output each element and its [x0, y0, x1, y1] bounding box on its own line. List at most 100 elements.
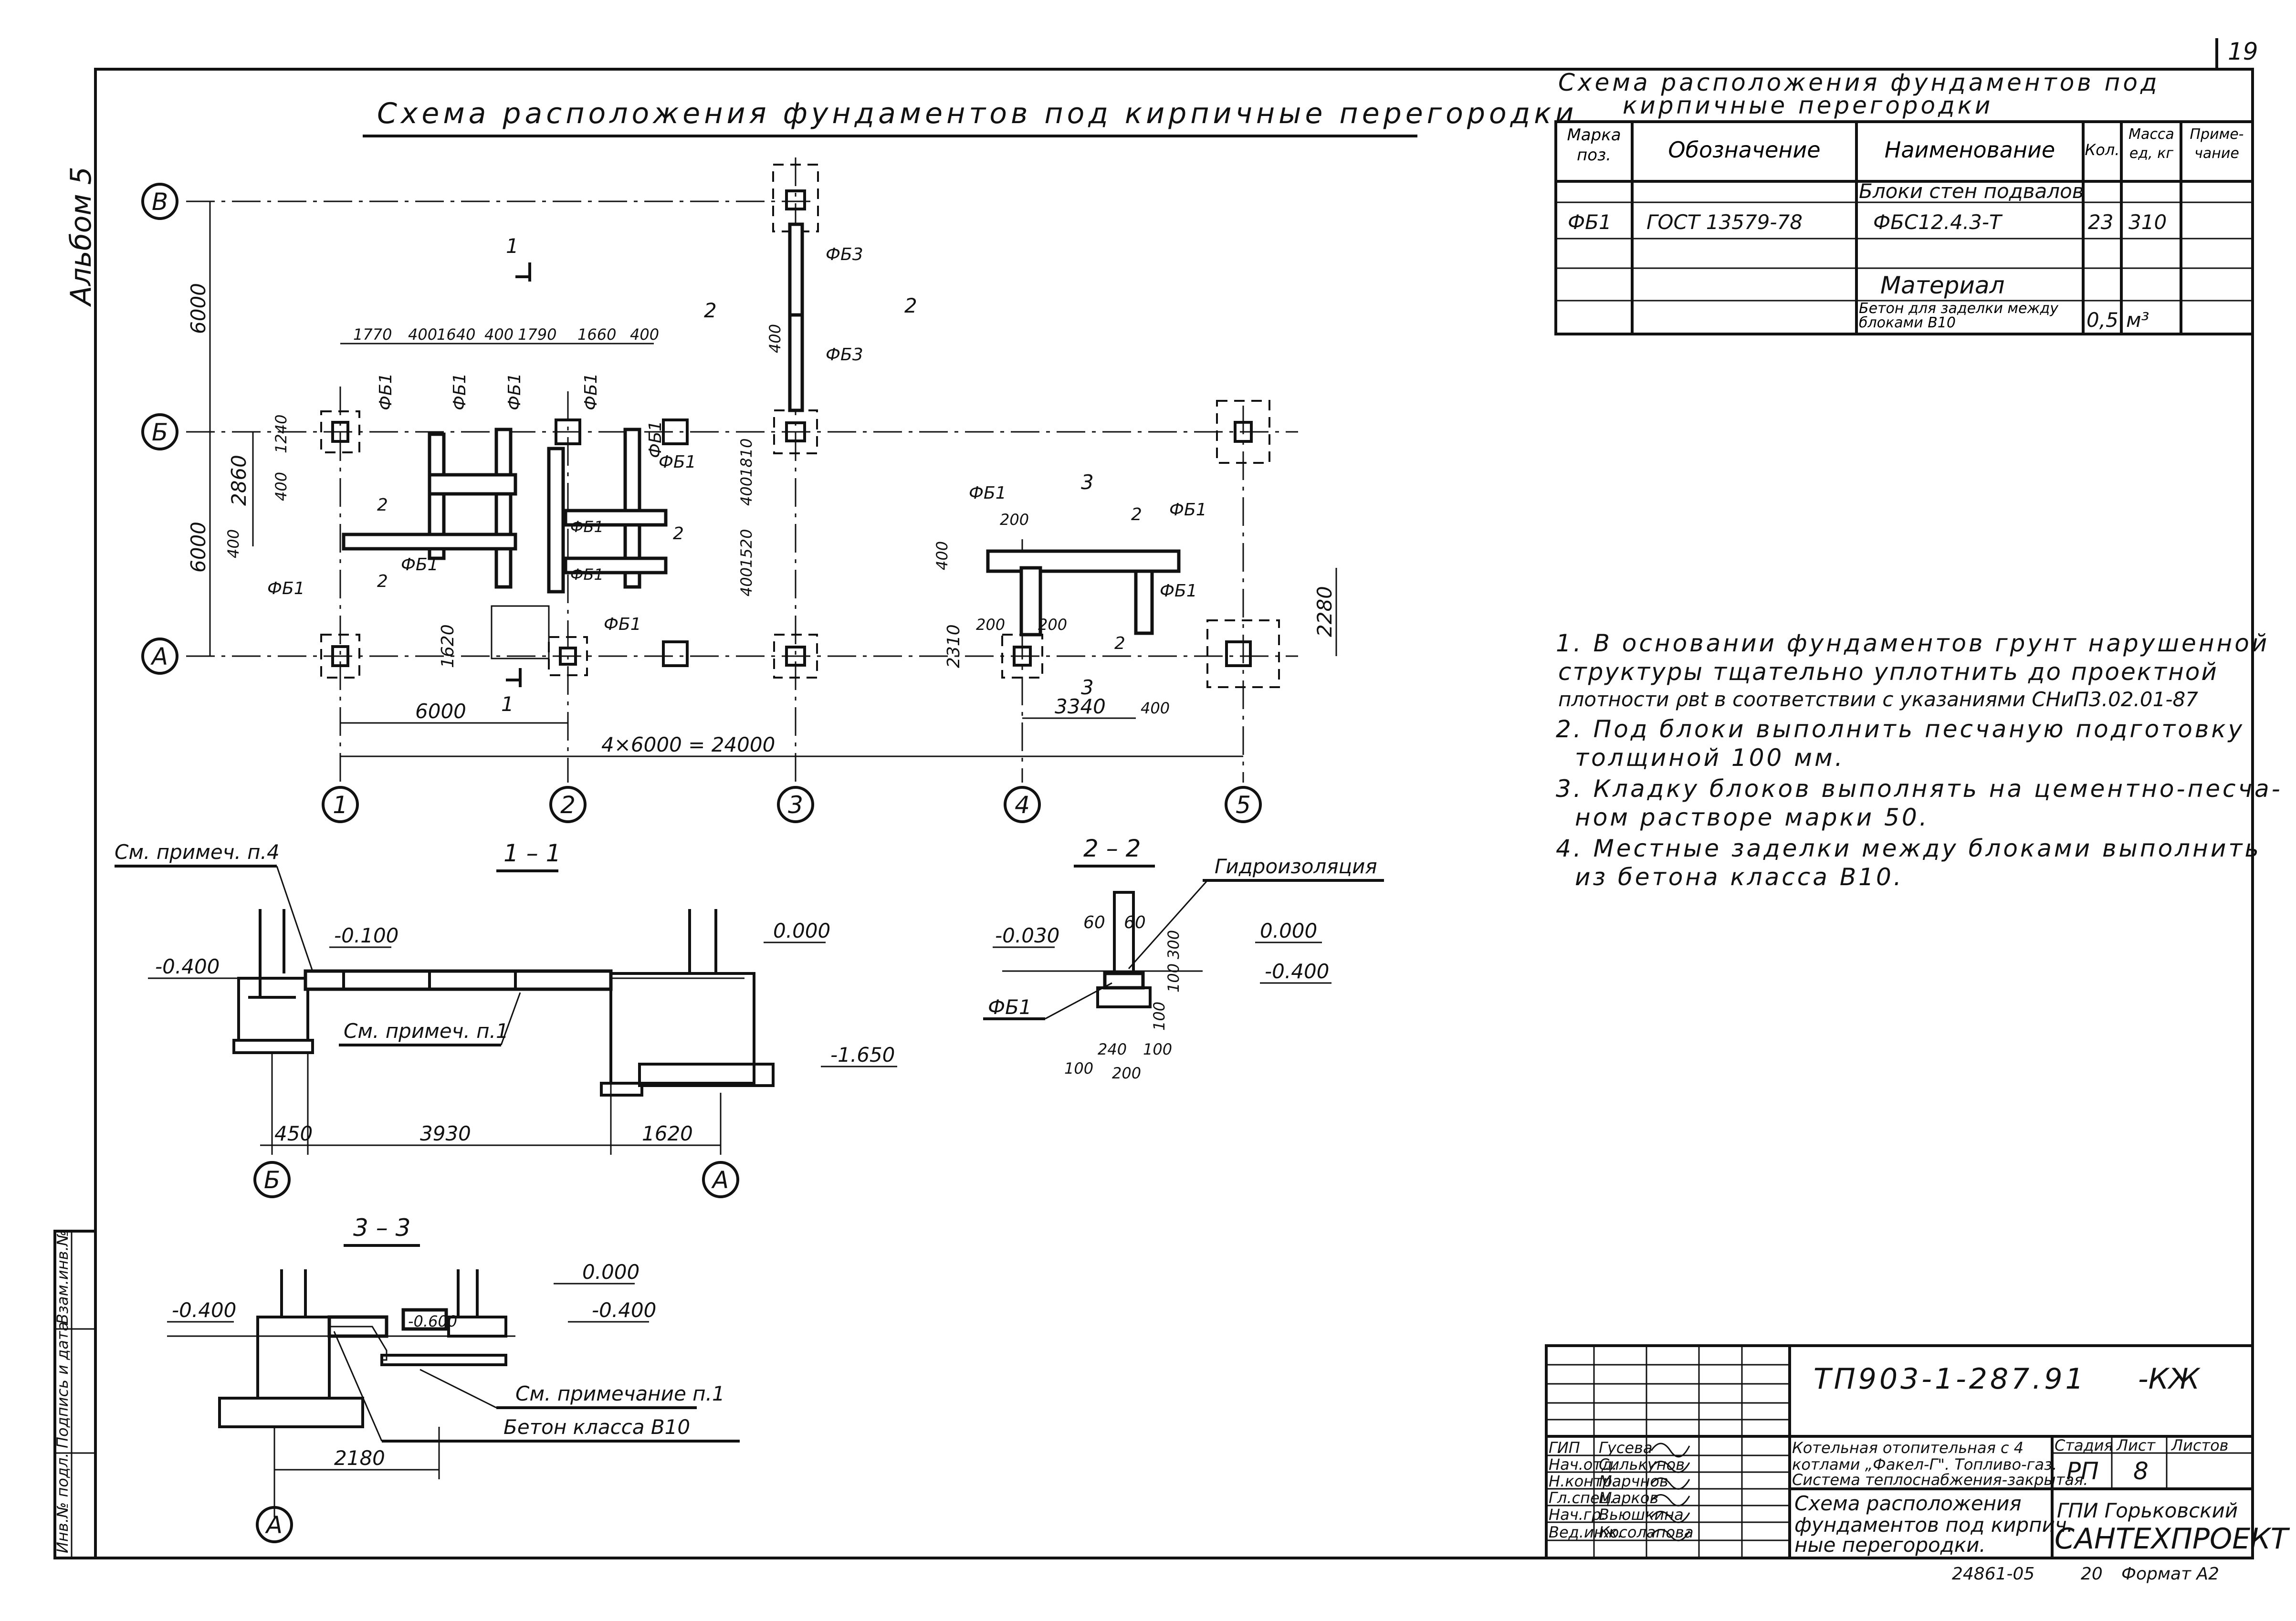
section-3-3-left-footing — [256, 1316, 331, 1400]
general-notes: 1. В основании фундаментов грунт нарушен… — [1556, 629, 2280, 891]
tb-role-3: Н.контр. — [1549, 1472, 1617, 1490]
section-2-2-base — [1096, 986, 1152, 1008]
section-2-2-leader — [1128, 880, 1208, 969]
dim-400-fb3: 400 — [766, 324, 784, 353]
section-1-1-note-mid: См. примеч. п.1 — [344, 1019, 509, 1043]
dim-400-mid-a: 400 — [737, 477, 755, 506]
tb-bottom-number: 24861-05 — [1952, 1564, 2034, 1584]
title-block-suffix: -КЖ — [2138, 1362, 2201, 1396]
tb-bottom-page: 20 — [2081, 1564, 2103, 1584]
section-1-1-lev-0000: 0.000 — [773, 919, 830, 942]
tb-sheet-header: Лист — [2116, 1436, 2156, 1454]
block-horiz-b — [428, 473, 517, 496]
section-3-3-box — [401, 1308, 448, 1331]
cut-2-b: 2 — [377, 572, 388, 591]
section-1-1-axis-b — [253, 1161, 291, 1198]
section-2-2-dim-100d: 100 — [1143, 1040, 1172, 1058]
column-5a — [1225, 640, 1252, 667]
note-line-9: из бетона класса В10. — [1575, 863, 1904, 891]
section-2-2-dim-200: 200 — [1112, 1064, 1141, 1082]
section-2-2-dim-300: 300 — [1164, 930, 1183, 959]
dim-1660: 1660 — [577, 325, 616, 344]
block-horiz-d — [564, 556, 668, 575]
block-axis4-right — [1134, 569, 1154, 635]
mark-fb1-d: ФБ1 — [570, 565, 604, 584]
section-3-3-leader1 — [419, 1369, 497, 1409]
section-3-3-dim-2180: 2180 — [334, 1446, 385, 1470]
mark-fb1-axis4-low: ФБ1 — [1160, 581, 1197, 601]
dim-6000-upper: 6000 — [187, 283, 210, 334]
axis-bubble-2 — [549, 786, 587, 823]
tb-role-6: Вед.инж. — [1549, 1523, 1623, 1541]
dim-400-top-a: 400 — [408, 325, 437, 344]
section-1-1-leader-top — [276, 866, 316, 979]
block-axis4-horiz — [986, 549, 1181, 573]
cut-2-left: 2 — [704, 299, 717, 322]
tb-org-line2: САНТЕХПРОЕКТ — [2055, 1522, 2290, 1556]
tb-name-5: Вьюшкина — [1599, 1506, 1684, 1524]
plan-title: Схема расположения фундаментов под кирпи… — [377, 97, 1577, 130]
axis-bubble-3 — [777, 786, 814, 823]
cut-3-top: 3 — [1081, 471, 1094, 494]
section-2-2-dim-100b: 100 — [1150, 1002, 1168, 1031]
section-1-1-lev-m0100: -0.100 — [334, 924, 398, 947]
tb-title-line2: фундаментов под кирпич. — [1794, 1513, 2073, 1537]
section-1-1-axis-a-label: А — [711, 1166, 729, 1194]
block-axis4-vert — [1019, 566, 1042, 637]
dim-6000-bottom: 6000 — [415, 700, 466, 723]
section-1-1-right-footing — [609, 972, 755, 1085]
dim-400-axis4: 400 — [933, 541, 951, 570]
tb-role-5: Нач.гр. — [1549, 1506, 1606, 1524]
note-line-1: 1. В основании фундаментов грунт нарушен… — [1556, 629, 2269, 657]
album-label: Альбом 5 — [64, 167, 98, 307]
axis-label-a: А — [150, 643, 168, 670]
signature-5 — [1650, 1511, 1690, 1523]
section-3-3-axis-a-label: А — [265, 1511, 283, 1539]
section-3-3-axis-a — [256, 1506, 293, 1543]
block-niche — [491, 605, 550, 659]
spec-table: Схема расположения фундаментов под кирпи… — [1554, 69, 2254, 335]
side-stamp-sign: Подпись и дата — [53, 1322, 72, 1448]
tb-sheet-value: 8 — [2133, 1457, 2149, 1485]
mark-fb1-right: ФБ1 — [659, 452, 696, 472]
axis-label-5: 5 — [1236, 791, 1251, 819]
section-3-3-note2: Бетон класса В10 — [503, 1415, 690, 1439]
dim-3340: 3340 — [1055, 695, 1106, 718]
section-2-2-mark-leader — [1045, 982, 1112, 1020]
sheet-number: 19 — [2228, 38, 2258, 65]
tb-role-2: Нач.отд. — [1549, 1455, 1617, 1474]
section-3-3-fill-edge — [329, 1326, 388, 1361]
spec-header-mark: Марка поз. — [1567, 125, 1621, 165]
dim-400-mid-b: 400 — [737, 567, 755, 596]
section-2-2-lev-0000: 0.000 — [1260, 919, 1317, 942]
mark-fb1-v5: ФБ1 — [646, 420, 665, 458]
note-line-8: 4. Местные заделки между блоками выполни… — [1556, 835, 2261, 862]
spec-header-note: Приме-чание — [2190, 126, 2244, 162]
section-2-2-mark: ФБ1 — [988, 995, 1032, 1019]
tb-object-line3: Система теплоснабжения-закрытая. — [1792, 1471, 2088, 1489]
section-1-1-dim-1620: 1620 — [642, 1122, 693, 1145]
mark-fb1-v2: ФБ1 — [450, 373, 470, 410]
mark-fb1-left: ФБ1 — [267, 579, 305, 598]
tb-title-line1: Схема расположения — [1794, 1492, 2022, 1515]
tb-role-4: Гл.спец. — [1549, 1489, 1615, 1507]
section-1-1-axis-b-label: Б — [264, 1166, 280, 1194]
footing-5b — [1216, 400, 1270, 464]
section-1-1-right-slab — [600, 1082, 643, 1097]
mark-fb1-a: ФБ1 — [401, 555, 439, 575]
mark-fb1-v3: ФБ1 — [505, 373, 524, 410]
title-block-frame — [1545, 1344, 2254, 1559]
signature-2 — [1650, 1461, 1690, 1473]
spec-row-fb1-qty: 23 — [2088, 210, 2113, 234]
section-1-1-dim-3930: 3930 — [420, 1122, 471, 1145]
axis-label-v: В — [152, 188, 168, 216]
mark-fb1-axis4-right: ФБ1 — [1169, 500, 1207, 520]
cut-2-right: 2 — [904, 294, 917, 317]
section-1-1-right-base — [638, 1063, 775, 1087]
tb-object-line1: Котельная отопительная с 4 — [1792, 1439, 2023, 1457]
section-2-2-dim-60a: 60 — [1083, 913, 1105, 932]
section-2-2-lev-m0400: -0.400 — [1265, 960, 1329, 983]
signature-4 — [1650, 1494, 1690, 1506]
block-vert-c — [547, 447, 565, 594]
